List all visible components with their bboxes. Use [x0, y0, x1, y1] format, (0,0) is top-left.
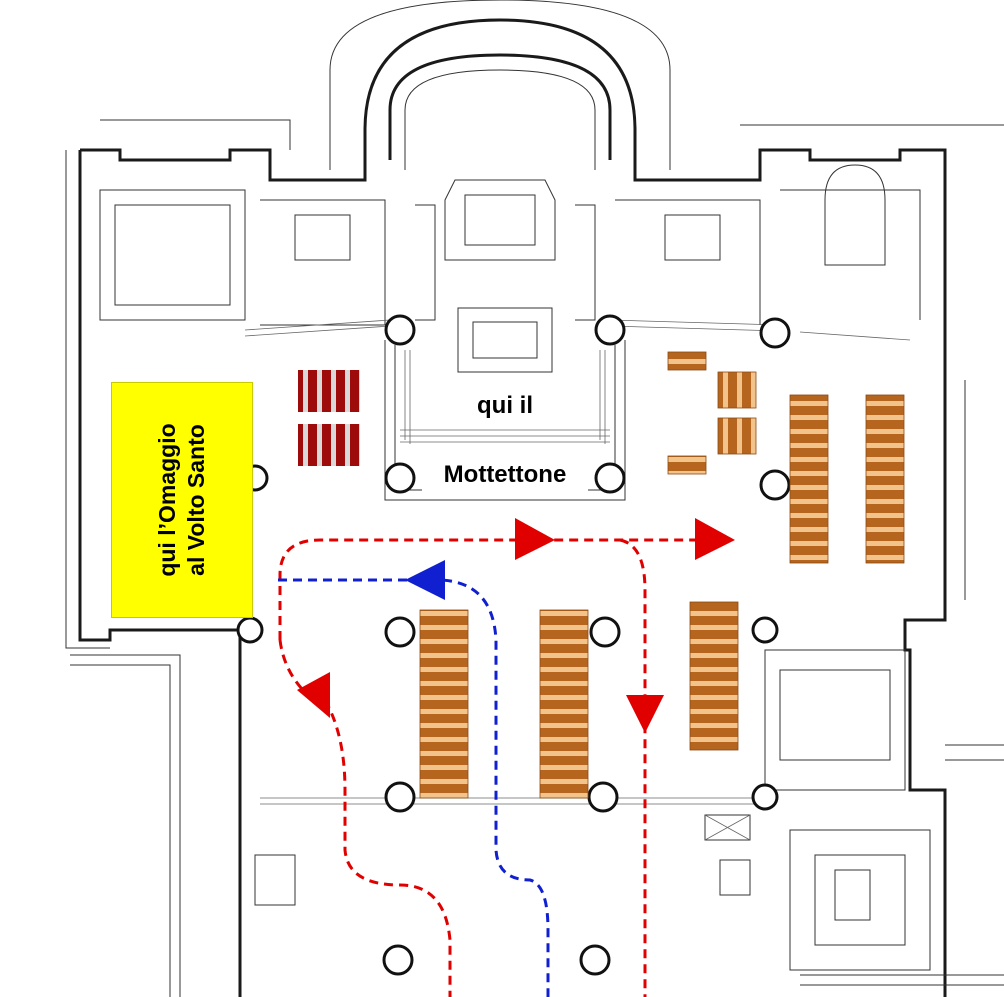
- omaggio-line1: qui l’Omaggio: [154, 423, 180, 577]
- pew-block: [789, 394, 829, 564]
- pillar: [384, 462, 416, 494]
- blue-route: [278, 560, 550, 997]
- red-route-arrow-icon: [695, 518, 735, 560]
- building-walls: [65, 0, 1004, 997]
- blue-route-arrow-icon: [405, 560, 445, 600]
- mottettone-label-bg: [422, 458, 588, 492]
- pillar: [384, 314, 416, 346]
- red-route-arrow-icon: [297, 672, 330, 718]
- pillar: [579, 944, 611, 976]
- volto-santo-callout: qui l’Omaggio al Volto Santo: [111, 382, 253, 618]
- pillar: [751, 616, 779, 644]
- pillar: [587, 781, 619, 813]
- pews: [419, 351, 905, 799]
- pew-block: [667, 455, 707, 475]
- volto-santo-callout-text: qui l’Omaggio al Volto Santo: [153, 383, 211, 617]
- red-route-arrow-icon: [515, 518, 555, 560]
- pillar: [751, 783, 779, 811]
- pew-block: [717, 371, 757, 409]
- pillar: [594, 314, 626, 346]
- red-route-arrow-icon: [626, 695, 664, 733]
- pew-block: [419, 609, 469, 799]
- pillar: [589, 616, 621, 648]
- pillar: [236, 616, 264, 644]
- pillars: [236, 314, 791, 976]
- choir-stalls: [298, 370, 360, 466]
- pew-block: [667, 351, 707, 371]
- red-route: [278, 518, 735, 997]
- mottettone-label-line1: qui il: [477, 392, 533, 419]
- pillar: [594, 462, 626, 494]
- pillar: [384, 781, 416, 813]
- pillar: [759, 469, 791, 501]
- pillar: [759, 317, 791, 349]
- pew-block: [539, 609, 589, 799]
- pew-block: [717, 417, 757, 455]
- pillar: [384, 616, 416, 648]
- pew-block: [865, 394, 905, 564]
- pillar: [382, 944, 414, 976]
- mottettone-label-line2: Mottettone: [444, 461, 567, 488]
- pew-block: [689, 601, 739, 751]
- omaggio-line2: al Volto Santo: [183, 424, 209, 576]
